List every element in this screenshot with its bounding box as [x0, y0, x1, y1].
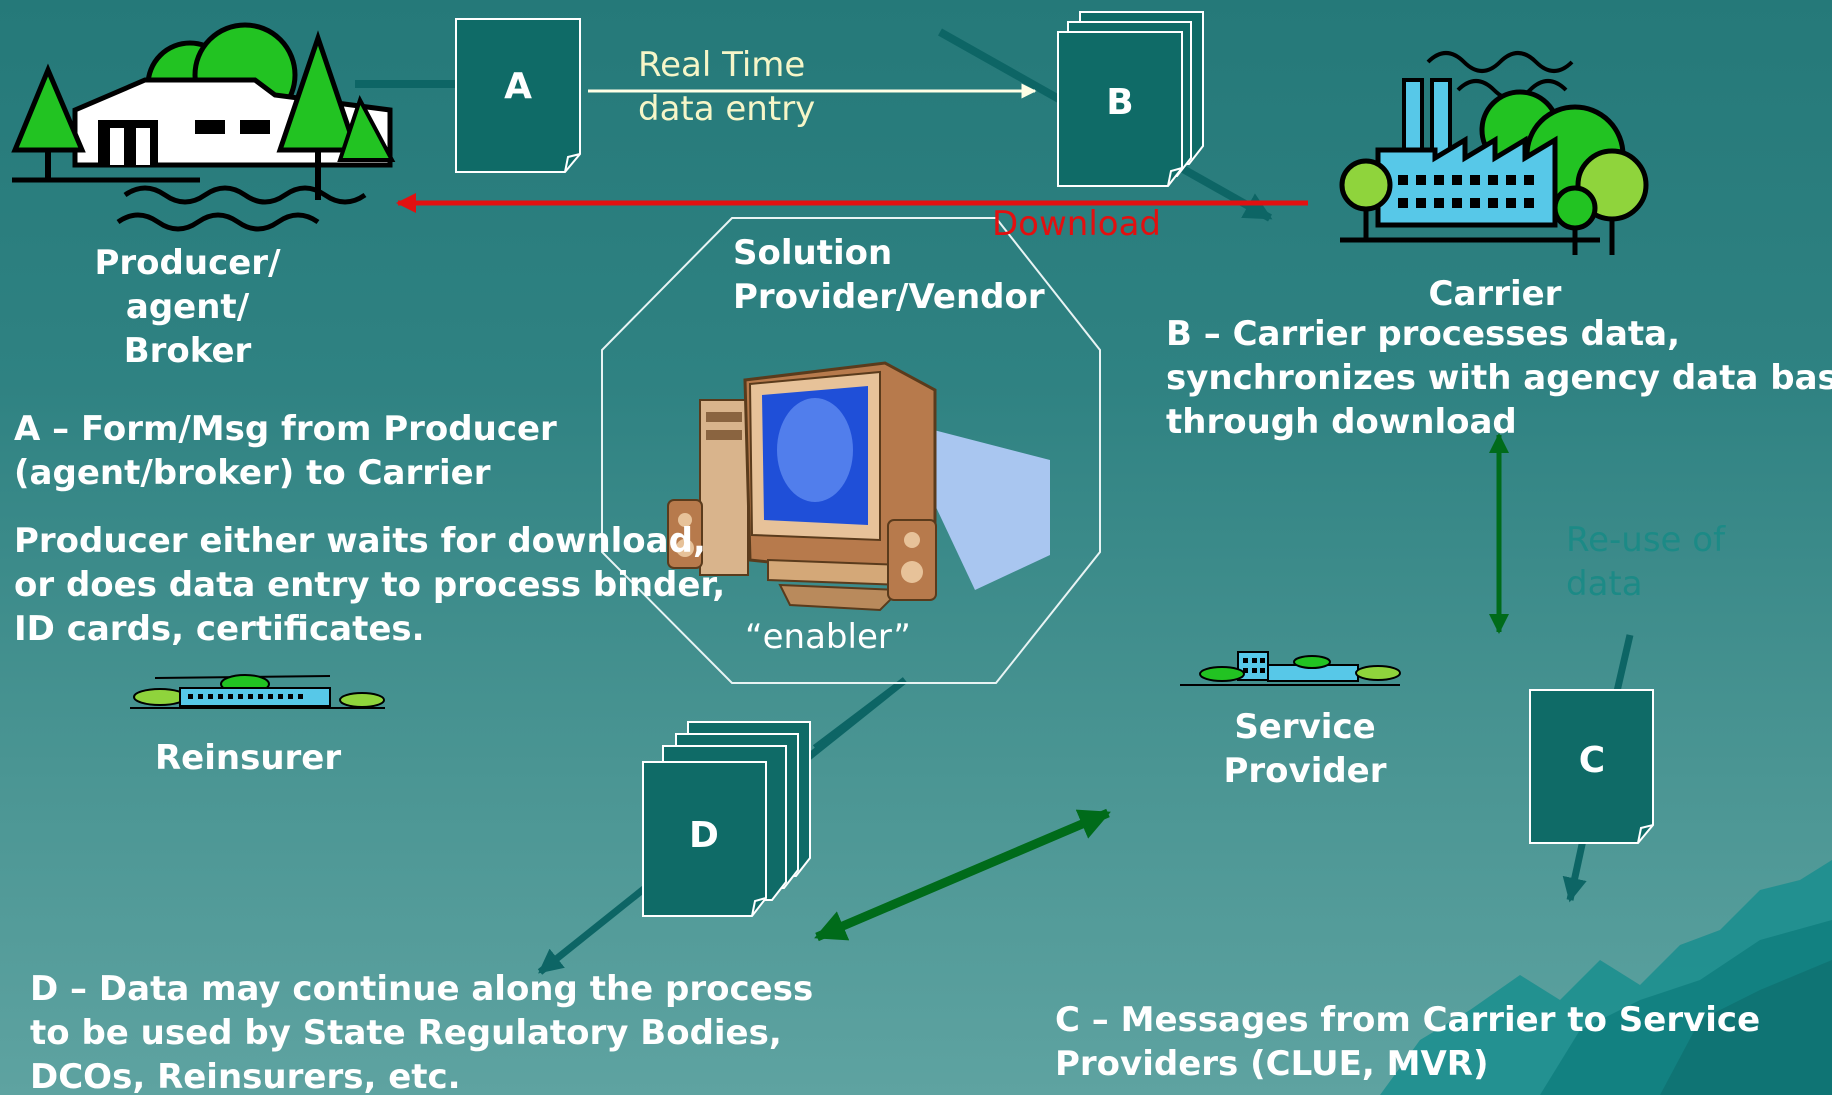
house-with-trees-icon	[11, 22, 396, 232]
document-c-shape	[1529, 689, 1654, 844]
solution-provider-label: Solution Provider/Vendor	[733, 233, 1045, 317]
service-provider-label: Service Provider	[1223, 707, 1387, 791]
producer-label: Producer/ agent/ Broker	[94, 243, 281, 371]
document-d-label: D	[689, 815, 719, 856]
rock-decoration	[1380, 860, 1832, 1095]
enabler-label: “enabler”	[745, 617, 911, 657]
carrier-label: Carrier	[1428, 274, 1562, 314]
description-a: A – Form/Msg from Producer (agent/broker…	[14, 409, 557, 493]
factory-icon	[1339, 51, 1649, 255]
computer-icon	[667, 361, 1050, 612]
description-producer-wait: Producer either waits for download, or d…	[14, 521, 726, 649]
description-d: D – Data may continue along the process …	[30, 969, 814, 1095]
document-a-shape	[455, 18, 581, 173]
download-label: Download	[992, 204, 1162, 244]
description-b: B – Carrier processes data, synchronizes…	[1166, 314, 1832, 442]
service-provider-arrow	[814, 808, 1111, 942]
document-a-label: A	[504, 66, 532, 107]
document-c-label: C	[1578, 740, 1606, 781]
building-icon	[1180, 651, 1401, 686]
solution-provider-octagon	[601, 217, 1101, 684]
reinsurer-label: Reinsurer	[155, 738, 342, 778]
reuse-data-label: Re-use of data	[1566, 520, 1726, 604]
document-b-shape	[1057, 11, 1204, 187]
document-d-shape	[642, 721, 811, 917]
document-b-label: B	[1106, 82, 1134, 123]
real-time-label: Real Time data entry	[638, 45, 816, 129]
building-icon	[130, 674, 385, 709]
description-c: C – Messages from Carrier to Service Pro…	[1055, 1000, 1761, 1084]
